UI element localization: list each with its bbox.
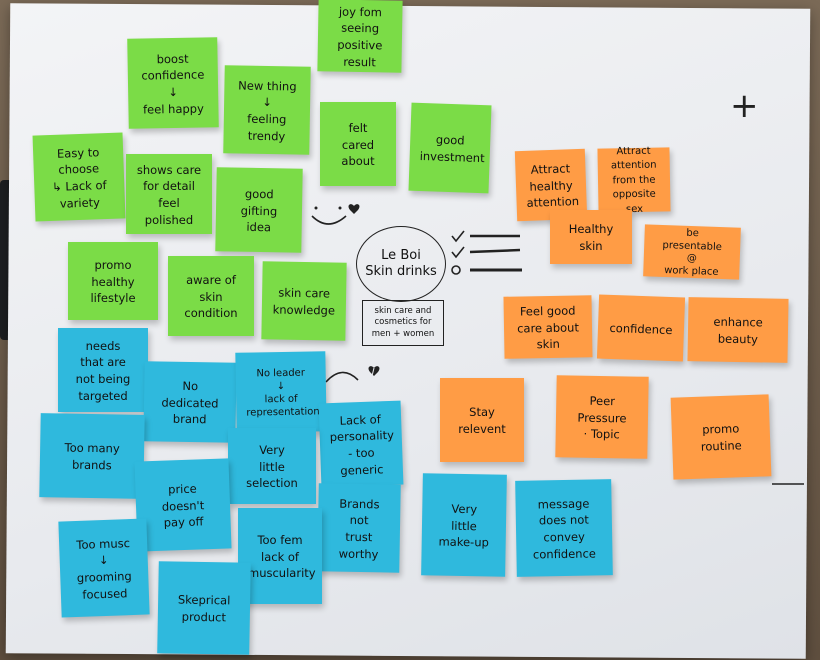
note-shows-care: shows care for detail feel polished <box>126 154 212 234</box>
note-price-doesnt-pay: price doesn't pay off <box>134 458 232 552</box>
note-skin-care-knowledge: skin care knowledge <box>261 261 347 341</box>
note-be-presentable: be presentable @ work place <box>643 224 741 280</box>
dash-line <box>772 483 804 485</box>
note-needs-not-targeted: needs that are not being targeted <box>58 328 148 412</box>
note-lack-personality: Lack of personality - too generic <box>318 400 404 488</box>
note-peer-pressure: Peer Pressure · Topic <box>555 375 649 459</box>
note-brands-not-trust: Brands not trust worthy <box>317 483 401 573</box>
note-stay-relevant: Stay relevent <box>440 378 524 462</box>
smiley-sketch <box>311 204 360 225</box>
concept-box-text: skin care and cosmetics for men + women <box>371 306 435 339</box>
note-very-little-makeup: Very little make-up <box>421 473 507 577</box>
note-confidence: confidence <box>596 294 686 362</box>
note-too-many-brands: Too many brands <box>39 413 145 499</box>
note-message-not-convey: message does not convey confidence <box>515 479 613 577</box>
note-promo-routine: promo routine <box>670 394 772 480</box>
concept-box: skin care and cosmetics for men + women <box>362 300 444 346</box>
note-promo-healthy: promo healthy lifestyle <box>68 242 158 320</box>
note-good-gifting: good gifting idea <box>215 167 303 253</box>
note-boost-confidence: boost confidence ↓ feel happy <box>127 37 219 129</box>
note-very-little-selection: Very little selection <box>228 428 316 504</box>
note-feel-good-skin: Feel good care about skin <box>503 295 593 359</box>
note-healthy-skin: Healthy skin <box>550 210 632 264</box>
concept-title-line2: Skin drinks <box>365 264 437 279</box>
note-enhance-beauty: enhance beauty <box>687 297 789 363</box>
note-easy-to-choose: Easy to choose ↳ Lack of variety <box>32 132 126 222</box>
concept-circle: Le Boi Skin drinks <box>356 226 446 302</box>
note-joy-seeing: joy fom seeing positive result <box>317 0 403 73</box>
checklist-sketch <box>451 230 522 275</box>
note-felt-cared: felt cared about <box>320 102 396 186</box>
note-aware-skin: aware of skin condition <box>168 256 254 336</box>
frown-sketch <box>325 366 380 383</box>
note-no-leader: No leader ↓ lack of representation <box>235 351 327 433</box>
note-too-fem: Too fem lack of muscularity <box>238 508 322 604</box>
note-good-investment: good investment <box>408 102 492 194</box>
note-attract-opposite: Attract attention from the opposite sex <box>597 145 671 215</box>
concept-title-line1: Le Boi <box>381 247 421 263</box>
note-too-musc: Too musc ↓ grooming focused <box>58 518 150 618</box>
note-skeptical-product: Skeprical product <box>157 561 251 655</box>
note-new-thing: New thing ↓ feeling trendy <box>223 65 311 155</box>
plus-sign: + <box>730 86 759 126</box>
note-no-dedicated-brand: No dedicated brand <box>143 361 237 443</box>
